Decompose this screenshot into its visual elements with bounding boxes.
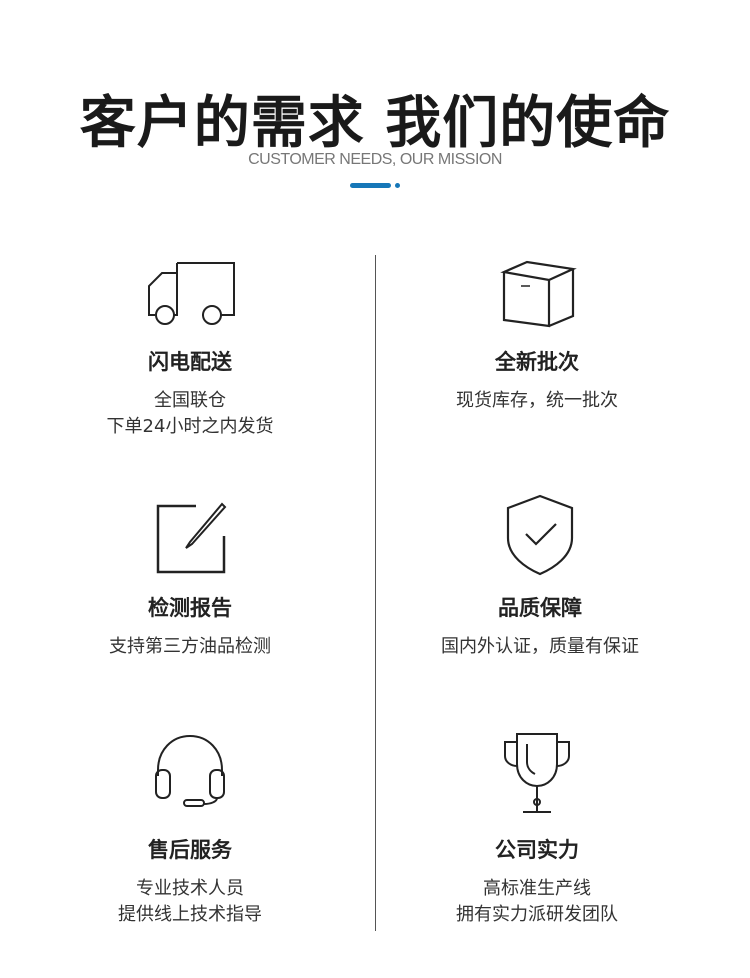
feature-company-strength: 公司实力 高标准生产线 拥有实力派研发团队	[387, 730, 687, 925]
feature-delivery: 闪电配送 全国联仓 下单24小时之内发货	[40, 260, 340, 437]
feature-title: 公司实力	[495, 838, 579, 862]
feature-desc: 专业技术人员	[136, 878, 244, 899]
truck-icon	[148, 262, 235, 325]
feature-desc: 拥有实力派研发团队	[456, 904, 618, 925]
feature-desc: 提供线上技术指导	[118, 904, 262, 925]
feature-desc: 全国联仓	[154, 390, 226, 411]
feature-after-sales: 售后服务 专业技术人员 提供线上技术指导	[40, 732, 340, 925]
page-title: 客户的需求 我们的使命	[79, 91, 671, 156]
shield-check-icon	[506, 494, 574, 576]
accent-bar	[350, 183, 391, 188]
feature-desc: 国内外认证，质量有保证	[441, 636, 639, 657]
headset-icon	[155, 734, 225, 807]
column-divider	[375, 255, 376, 931]
feature-title: 检测报告	[148, 596, 232, 620]
feature-new-batch: 全新批次 现货库存，统一批次	[387, 258, 687, 411]
feature-title: 品质保障	[498, 596, 582, 620]
feature-test-report: 检测报告 支持第三方油品检测	[40, 502, 340, 657]
feature-desc: 现货库存，统一批次	[456, 390, 618, 411]
feature-desc: 高标准生产线	[483, 878, 591, 899]
trophy-icon	[504, 733, 570, 813]
feature-desc: 支持第三方油品检测	[109, 636, 271, 657]
feature-title: 全新批次	[495, 350, 579, 374]
feature-title: 闪电配送	[148, 350, 232, 374]
accent-dot	[395, 183, 400, 188]
edit-icon	[156, 502, 227, 574]
feature-title: 售后服务	[148, 838, 232, 862]
box-icon	[500, 260, 577, 328]
page-subtitle: CUSTOMER NEEDS, OUR MISSION	[248, 151, 502, 168]
feature-quality: 品质保障 国内外认证，质量有保证	[390, 494, 690, 657]
feature-desc: 下单24小时之内发货	[106, 416, 274, 437]
